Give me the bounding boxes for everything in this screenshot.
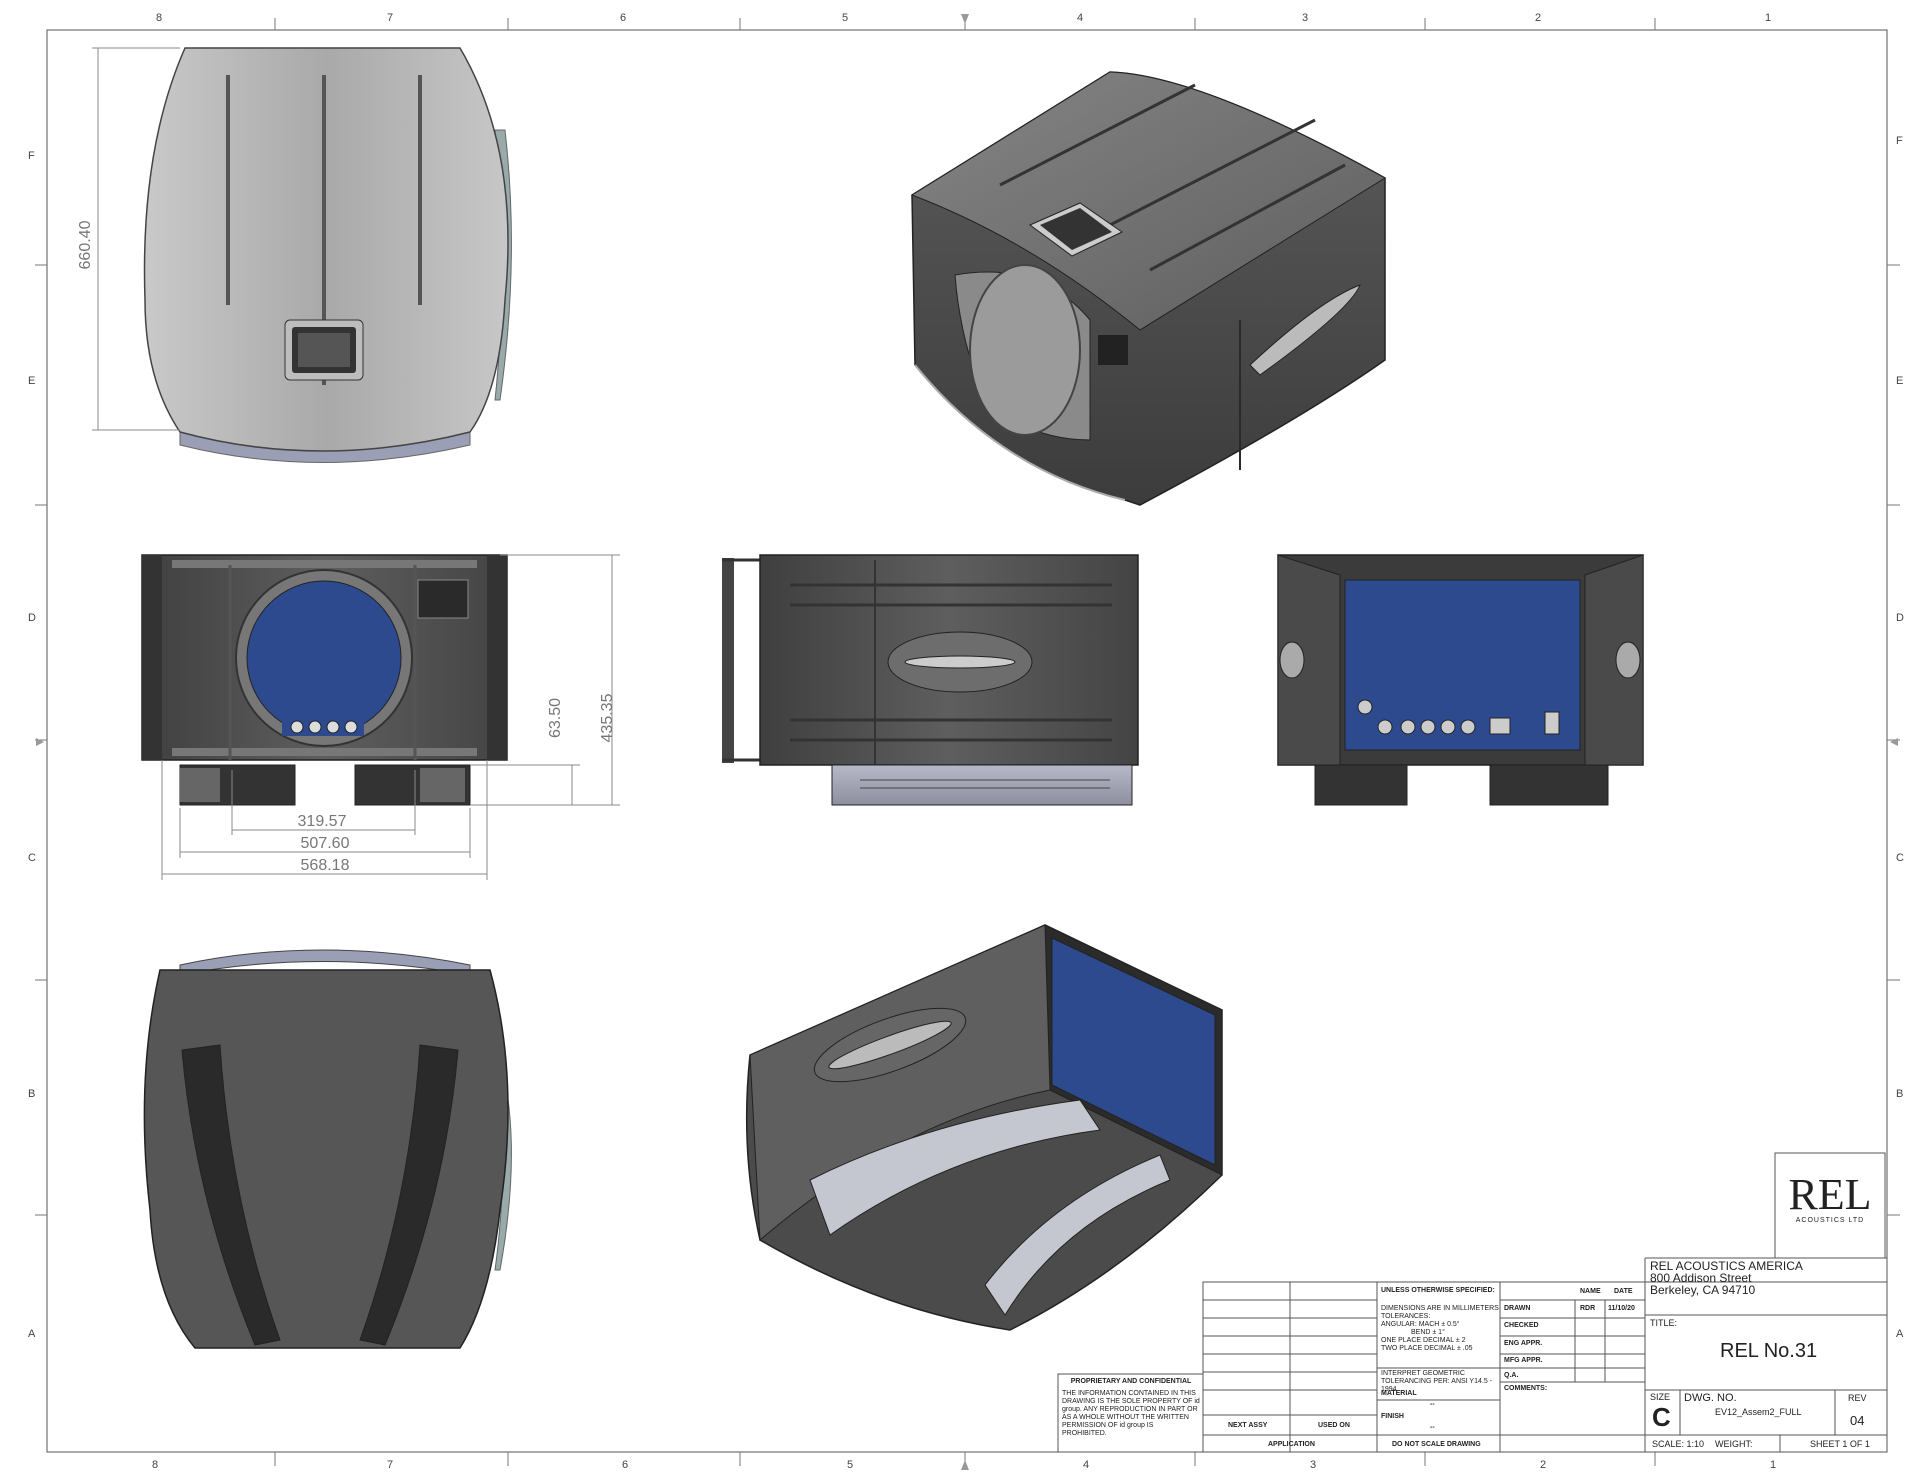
company-name: REL ACOUSTICS AMERICA [1650,1259,1803,1273]
zone-bottom-8: 8 [152,1459,159,1471]
zone-top-4: 4 [1077,12,1084,24]
row-right-b: B [1896,1088,1904,1100]
logo-brand: REL [1788,1170,1872,1219]
application-label: APPLICATION [1268,1441,1315,1448]
row-right-f: F [1896,135,1903,147]
zone-top-6: 6 [620,12,627,24]
company-city: Berkeley, CA 94710 [1650,1283,1756,1297]
one-place-note: ONE PLACE DECIMAL ± 2 [1381,1337,1466,1344]
mfg-appr-label: MFG APPR. [1504,1357,1543,1364]
size-label: SIZE [1650,1392,1671,1402]
side-view [722,554,1139,806]
rev-value: 04 [1850,1413,1865,1428]
dim-top-height: 660.40 [77,220,94,269]
drawing-title: REL No.31 [1720,1340,1818,1362]
row-right-d: D [1896,612,1904,624]
drawn-date: 11/10/20 [1608,1305,1635,1312]
unless-label: UNLESS OTHERWISE SPECIFIED: [1381,1287,1495,1294]
dim-width-mid: 507.60 [301,835,350,852]
zone-bottom-5: 5 [847,1459,854,1471]
zone-top-5: 5 [842,12,849,24]
rel-logo: REL ACOUSTICS LTD [1775,1153,1885,1258]
front-view [141,554,620,880]
row-left-f: F [28,150,35,162]
bend-note: BEND ± 1° [1411,1329,1445,1336]
next-assy-label: NEXT ASSY [1228,1422,1268,1429]
zone-bottom-4: 4 [1083,1459,1090,1471]
zone-top-3: 3 [1302,12,1309,24]
row-right-c: C [1896,852,1904,864]
dim-front-height: 435.35 [599,693,616,742]
dim-width-outer: 568.18 [301,857,350,874]
top-view [92,47,512,463]
col-name: NAME [1580,1288,1601,1295]
no-scale-label: DO NOT SCALE DRAWING [1392,1441,1481,1448]
dwg-no-label: DWG. NO. [1684,1392,1737,1404]
row-left-d: D [28,612,36,624]
company-street: 800 Addison Street [1650,1271,1752,1285]
isometric-front-view [910,71,1386,506]
col-date: DATE [1614,1288,1633,1295]
dwg-no-value: EV12_Assem2_FULL [1715,1407,1802,1417]
tolerances-notes: UNLESS OTHERWISE SPECIFIED: DIMENSIONS A… [1381,1287,1499,1353]
size-value: C [1652,1402,1671,1432]
zone-top-2: 2 [1535,12,1542,24]
comments-label: COMMENTS: [1504,1385,1548,1392]
proprietary-heading: PROPRIETARY AND CONFIDENTIAL [1070,1378,1192,1385]
finish-value: -- [1430,1424,1435,1431]
qa-label: Q.A. [1504,1372,1519,1379]
drawn-label: DRAWN [1504,1305,1531,1312]
company-info: REL ACOUSTICS AMERICA 800 Addison Street… [1650,1260,1803,1296]
zone-bottom-7: 7 [387,1459,394,1471]
scale-label: SCALE: 1:10 [1652,1439,1705,1449]
row-left-a: A [28,1328,36,1340]
rev-label: REV [1848,1393,1867,1403]
angular-note: ANGULAR: MACH ± 0.5° [1381,1321,1460,1328]
zone-bottom-6: 6 [622,1459,629,1471]
proprietary-notice: PROPRIETARY AND CONFIDENTIAL THE INFORMA… [1062,1378,1200,1438]
finish-label: FINISH [1381,1413,1404,1420]
zone-bottom-2: 2 [1540,1459,1547,1471]
logo-tagline: ACOUSTICS LTD [1795,1217,1865,1224]
zone-top-1: 1 [1765,12,1772,24]
used-on-label: USED ON [1318,1422,1350,1429]
interpret-note: INTERPRET GEOMETRIC TOLERANCING PER: ANS… [1381,1370,1493,1393]
dim-width-inner: 319.57 [298,813,347,830]
back-view [1277,554,1644,806]
dim-feet-height: 63.50 [547,698,564,738]
row-right-e: E [1896,375,1904,387]
proprietary-body: THE INFORMATION CONTAINED IN THIS DRAWIN… [1062,1390,1200,1437]
row-left-b: B [28,1088,36,1100]
checked-label: CHECKED [1504,1322,1539,1329]
material-value: -- [1430,1401,1435,1408]
title-label: TITLE: [1650,1318,1678,1328]
row-left-e: E [28,375,36,387]
title-block-frame [1057,1152,1888,1453]
zone-bottom-3: 3 [1310,1459,1317,1471]
drawn-name: RDR [1580,1305,1596,1312]
row-right-a: A [1896,1328,1904,1340]
dims-note: DIMENSIONS ARE IN MILLIMETERS TOLERANCES… [1381,1305,1499,1320]
eng-appr-label: ENG APPR. [1504,1340,1543,1347]
isometric-rear-view [745,924,1223,1331]
material-label: MATERIAL [1381,1390,1417,1397]
zone-top-7: 7 [387,12,394,24]
sheet-label: SHEET 1 OF 1 [1810,1439,1870,1449]
bottom-view [143,949,512,1349]
row-left-c: C [28,852,36,864]
two-place-note: TWO PLACE DECIMAL ± .05 [1381,1345,1473,1352]
zone-bottom-1: 1 [1770,1459,1777,1471]
zone-top-8: 8 [156,12,163,24]
weight-label: WEIGHT: [1715,1439,1753,1449]
